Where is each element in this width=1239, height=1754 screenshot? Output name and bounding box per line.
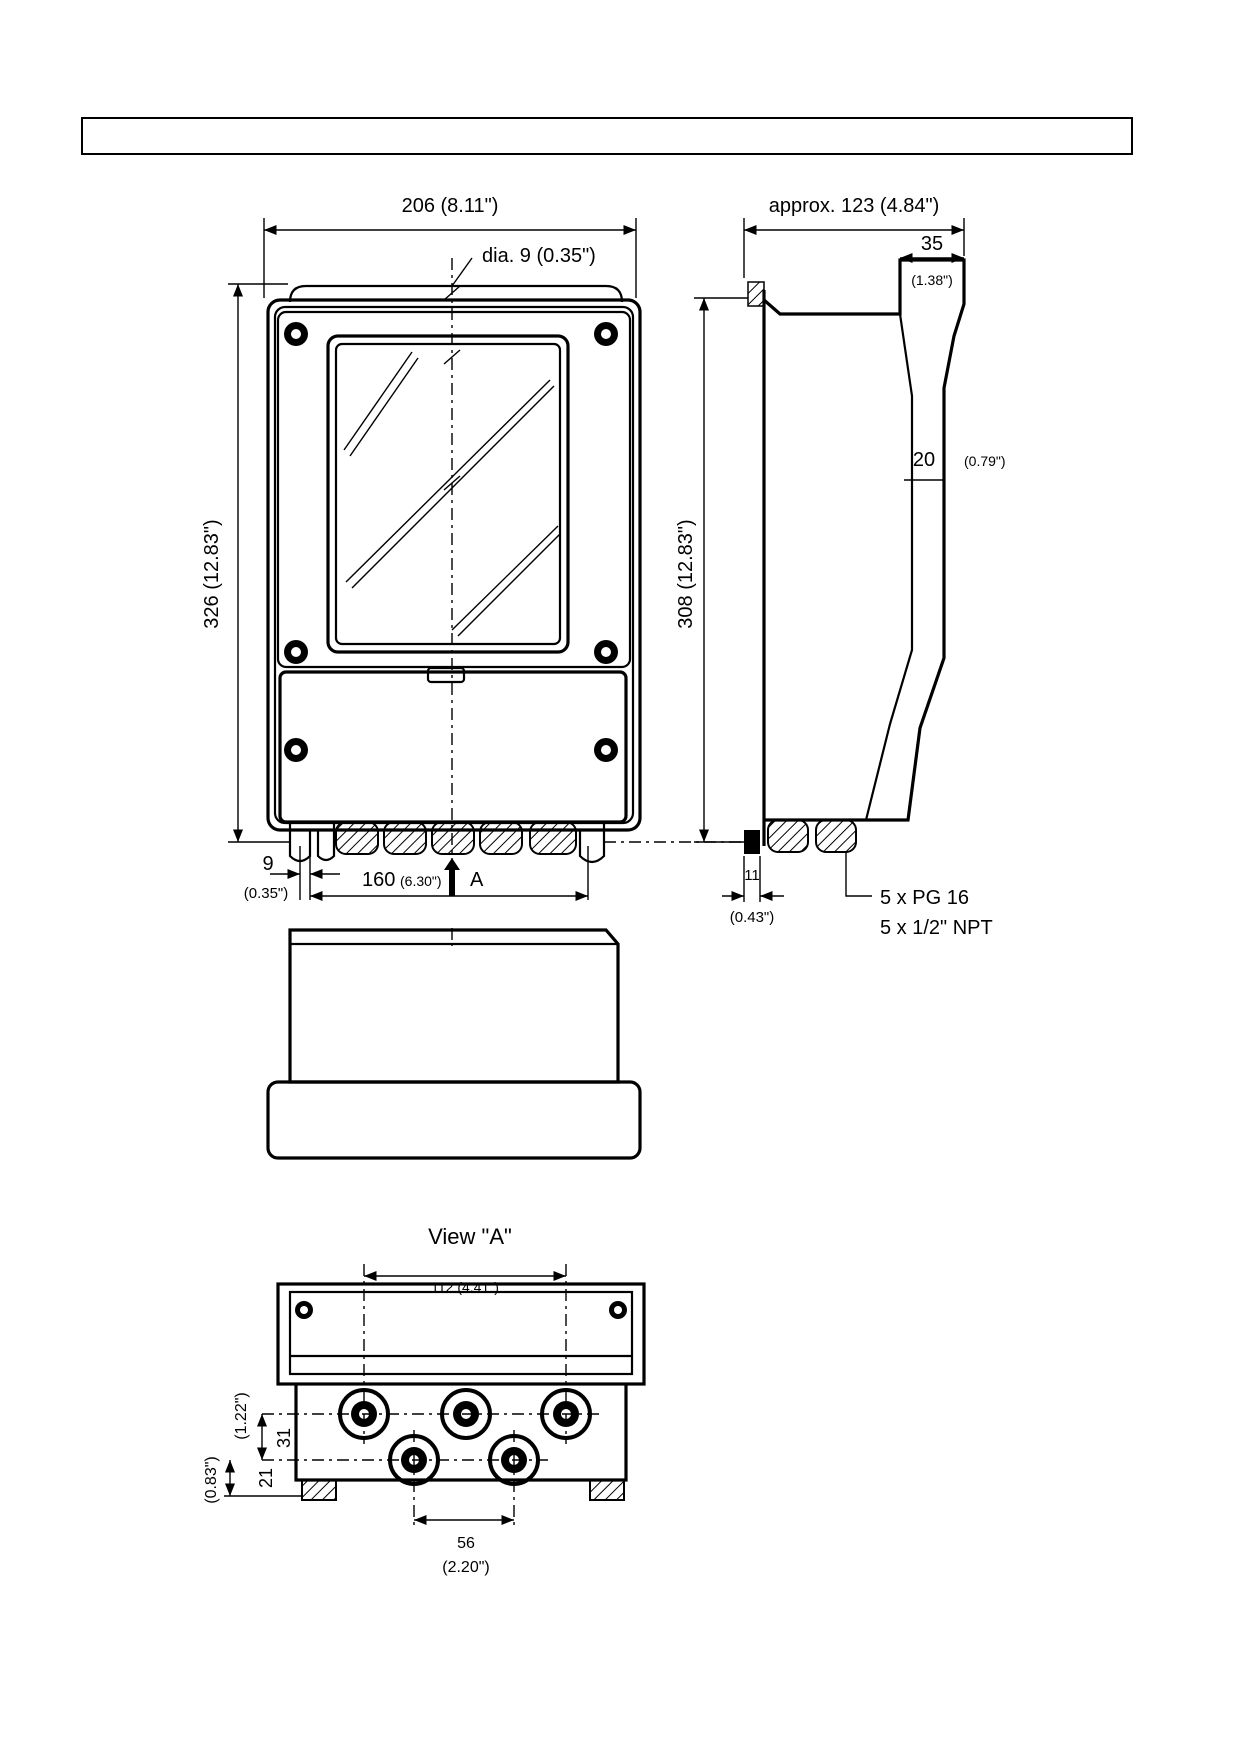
front-width-label: 206 (8.11") (402, 195, 499, 217)
front-view: 206 (8.11") dia. 9 (0.35") 326 (12.83") … (201, 195, 742, 902)
screw-icon (284, 322, 618, 762)
cable-gland-icon (335, 821, 577, 855)
view-a-spacing-bottom-in: (2.20") (442, 1559, 489, 1576)
side-foot-in: (0.43") (730, 909, 775, 926)
view-a-lower-mm: 21 (256, 1468, 276, 1488)
side-view: approx. 123 (4.84") 35 (1.38") 308 (12.8… (675, 195, 1006, 939)
side-top-mm: 35 (921, 233, 943, 255)
top-view (266, 928, 642, 1160)
view-a: View "A" 112 (4.41") (203, 1224, 646, 1576)
view-a-upper-in: (1.22") (233, 1392, 250, 1439)
front-offset-in: (0.35") (244, 885, 289, 902)
view-a-upper-mm: 31 (274, 1428, 294, 1448)
hole-spacing-in: (6.30") (400, 873, 442, 889)
view-a-arrow-label: A (470, 869, 484, 891)
side-wall-in: (0.79") (964, 453, 1006, 469)
cable-gland-icon (338, 1388, 592, 1486)
screw-icon (295, 1301, 627, 1319)
front-height-label: 326 (12.83") (201, 519, 223, 628)
view-a-title: View "A" (428, 1224, 512, 1249)
view-a-spacing-bottom-mm: 56 (457, 1535, 475, 1552)
side-wall-mm: 20 (913, 449, 935, 471)
view-a-lower-in: (0.83") (203, 1456, 220, 1503)
side-top-in: (1.38") (911, 272, 953, 288)
view-a-arrow-icon (444, 858, 460, 896)
front-offset-mm: 9 (262, 853, 273, 875)
gland-spec-pg: 5 x PG 16 (880, 887, 969, 909)
side-height-label: 308 (12.83") (675, 519, 697, 628)
gland-spec-npt: 5 x 1/2" NPT (880, 917, 993, 939)
side-depth-label: approx. 123 (4.84") (769, 195, 940, 217)
hole-spacing-mm: 160 (362, 869, 395, 891)
header-box (81, 117, 1133, 155)
mounting-hole-label: dia. 9 (0.35") (482, 245, 596, 267)
view-a-spacing-top: 112 (4.41") (431, 1279, 499, 1295)
side-foot-mm: 11 (744, 867, 760, 884)
